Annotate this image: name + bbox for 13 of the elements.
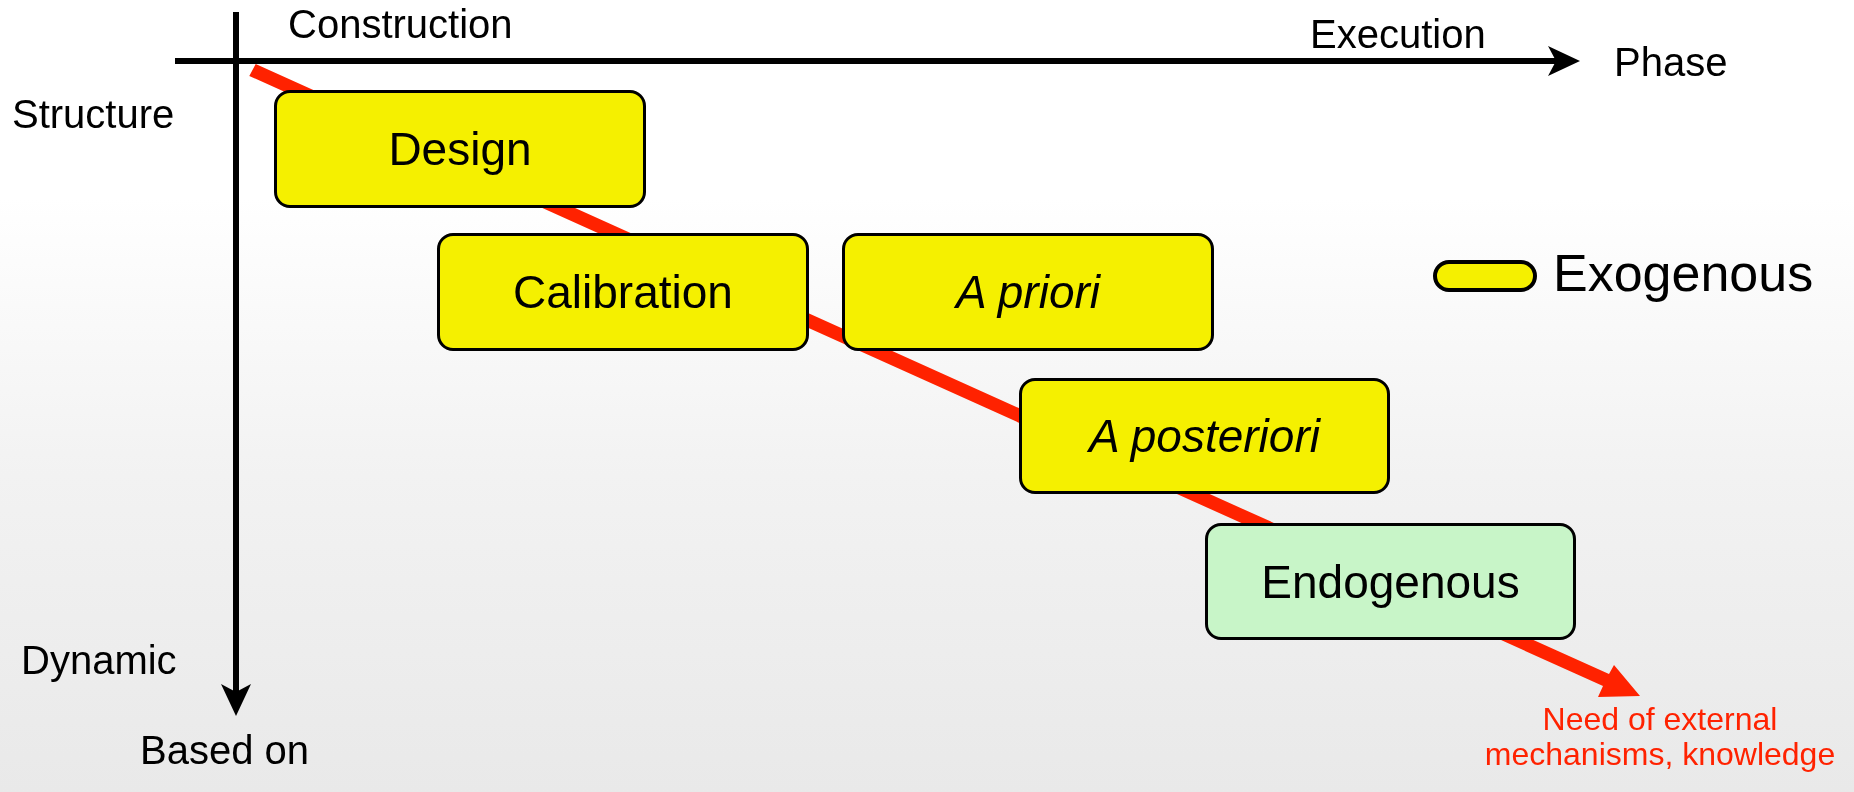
phase-box: A posteriori [1019, 378, 1390, 494]
axis-label: Based on [140, 728, 310, 772]
axis-label: Construction [288, 2, 513, 46]
axis-label: Phase [1614, 40, 1728, 84]
axis-label: Structure [12, 92, 175, 136]
legend-label: Exogenous [1553, 245, 1814, 303]
axis-label: Dynamic [21, 638, 177, 682]
phase-box: Endogenous [1205, 523, 1576, 640]
phase-box: Calibration [437, 233, 809, 351]
axis-label: Execution [1310, 12, 1486, 56]
arrow-note: Need of external mechanisms, knowledge [1483, 702, 1837, 773]
phase-box: Design [274, 90, 646, 208]
phase-box: A priori [842, 233, 1214, 351]
